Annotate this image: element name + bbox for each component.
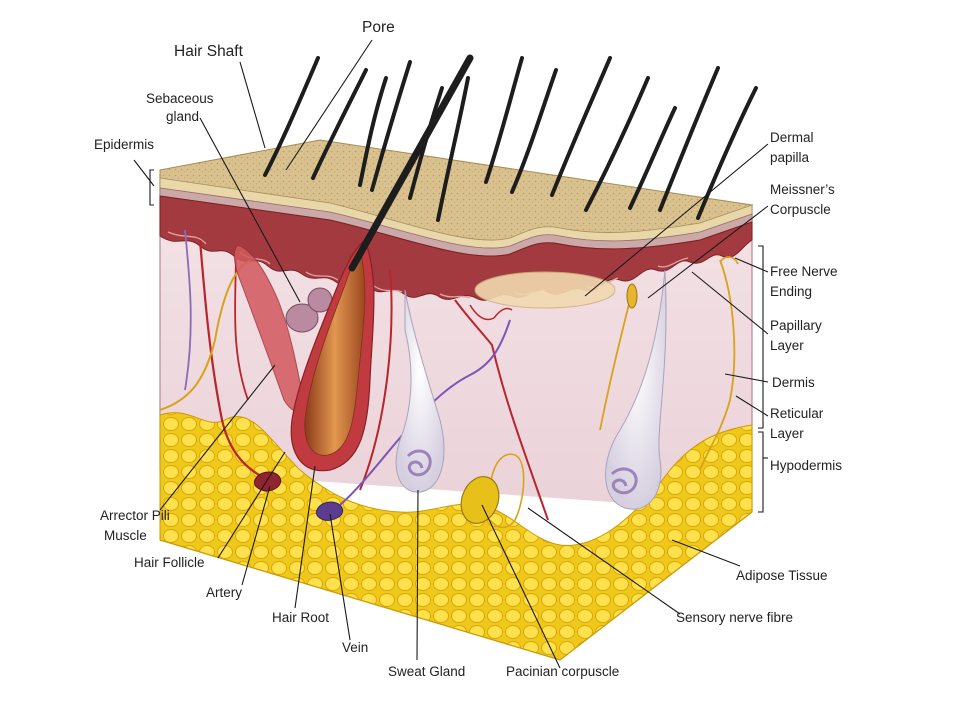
label-sweat-gland: Sweat Gland bbox=[388, 664, 465, 679]
label-dermal-papilla: Dermal papilla bbox=[770, 130, 817, 165]
blood-vessels bbox=[198, 239, 549, 521]
label-meissners-corpuscle: Meissner’s Corpuscle bbox=[770, 182, 839, 217]
hair-follicle-shape bbox=[290, 239, 375, 472]
label-hair-shaft: Hair Shaft bbox=[174, 43, 244, 60]
dermis-bracket bbox=[758, 245, 764, 429]
meissner-corpuscle-shape bbox=[626, 283, 638, 309]
label-arrector-pili-muscle: Arrector Pili Muscle bbox=[100, 508, 174, 543]
sweat-glands bbox=[395, 269, 667, 510]
label-free-nerve-ending: Free Nerve Ending bbox=[770, 264, 841, 299]
label-dermis: Dermis bbox=[772, 375, 815, 390]
leader-lines bbox=[133, 39, 769, 669]
label-pore: Pore bbox=[362, 19, 395, 36]
label-sensory-nerve-fibre: Sensory nerve fibre bbox=[676, 610, 793, 625]
label-papillary-layer: Papillary Layer bbox=[770, 318, 826, 353]
pacinian-corpuscle-shape bbox=[460, 476, 500, 524]
label-pacinian-corpuscle: Pacinian corpuscle bbox=[506, 664, 619, 679]
label-adipose-tissue: Adipose Tissue bbox=[736, 568, 828, 583]
artery-cut bbox=[253, 471, 282, 492]
label-epidermis: Epidermis bbox=[94, 137, 154, 152]
vein-cut bbox=[315, 501, 344, 521]
hair-shafts bbox=[263, 54, 758, 272]
label-artery: Artery bbox=[206, 585, 242, 600]
label-sebaceous-gland: Sebaceous gland bbox=[146, 91, 217, 124]
hypodermis-bracket bbox=[758, 431, 764, 513]
epidermis-layer bbox=[159, 139, 754, 301]
label-hair-follicle: Hair Follicle bbox=[134, 555, 205, 570]
dermal-papilla-shape bbox=[474, 271, 616, 309]
label-hypodermis: Hypodermis bbox=[770, 458, 842, 473]
label-hair-root: Hair Root bbox=[272, 610, 329, 625]
nerve-fibres bbox=[159, 229, 739, 529]
label-vein: Vein bbox=[342, 640, 368, 655]
sebaceous-gland-shape bbox=[285, 287, 333, 333]
labels: Pore Hair Shaft Sebaceous gland Epidermi… bbox=[94, 19, 842, 679]
label-reticular-layer: Reticular Layer bbox=[770, 406, 827, 441]
epidermis-bracket bbox=[149, 169, 154, 206]
